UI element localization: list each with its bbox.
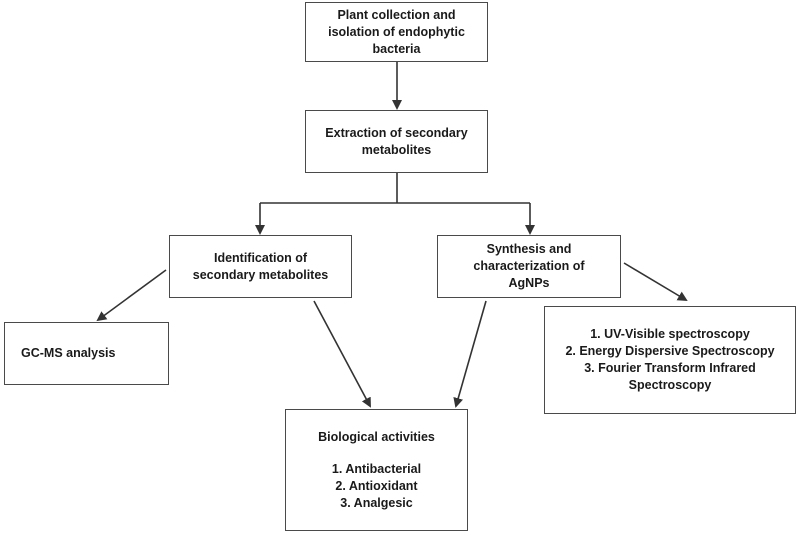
identification-box: Identification of secondary metabolites bbox=[169, 235, 352, 298]
synth-line-3: AgNPs bbox=[508, 276, 550, 290]
gcms-box: GC-MS analysis bbox=[4, 322, 169, 385]
synthesis-box: Synthesis and characterization of AgNPs bbox=[437, 235, 621, 298]
bio-item-2: 2. Antioxidant bbox=[335, 478, 418, 493]
plant-line-1: Plant collection and bbox=[337, 7, 456, 22]
synth-line-1: Synthesis and bbox=[486, 242, 572, 256]
plant-collection-box: Plant collection and isolation of endoph… bbox=[305, 2, 488, 62]
extraction-box: Extraction of secondary metabolites bbox=[305, 110, 488, 173]
spectroscopy-item-3: 3. Fourier Transform Infrared bbox=[584, 361, 756, 375]
arrow-synth-to-bio bbox=[453, 300, 487, 408]
bio-item-3: 3. Analgesic bbox=[340, 495, 413, 510]
ident-line-2: secondary metabolites bbox=[192, 267, 329, 282]
spectroscopy-box: 1. UV-Visible spectroscopy 2. Energy Dis… bbox=[544, 306, 796, 414]
spectroscopy-item-2: 2. Energy Dispersive Spectroscopy bbox=[565, 344, 775, 358]
extract-line-2: metabolites bbox=[361, 142, 432, 157]
arrow-synth-to-spectro bbox=[623, 262, 688, 302]
gcms-label: GC-MS analysis bbox=[21, 346, 116, 360]
biological-activities-box: Biological activities 1. Antibacterial 2… bbox=[285, 409, 468, 531]
ident-line-1: Identification of bbox=[213, 250, 308, 265]
bio-list: 1. Antibacterial 2. Antioxidant 3. Analg… bbox=[332, 461, 421, 512]
bio-item-1: 1. Antibacterial bbox=[331, 461, 422, 476]
extract-line-1: Extraction of secondary bbox=[325, 125, 468, 140]
arrow-ident-to-bio bbox=[313, 300, 371, 408]
bio-title: Biological activities bbox=[318, 429, 435, 444]
spectroscopy-item-1: 1. UV-Visible spectroscopy bbox=[590, 327, 750, 341]
spectroscopy-item-3-cont: Spectroscopy bbox=[628, 378, 712, 392]
synth-line-2: characterization of bbox=[473, 259, 585, 273]
arrow-ident-to-gcms bbox=[96, 269, 167, 322]
plant-line-3: bacteria bbox=[372, 41, 421, 56]
plant-line-2: isolation of endophytic bbox=[328, 24, 465, 39]
spectroscopy-list: 1. UV-Visible spectroscopy 2. Energy Dis… bbox=[565, 326, 774, 394]
